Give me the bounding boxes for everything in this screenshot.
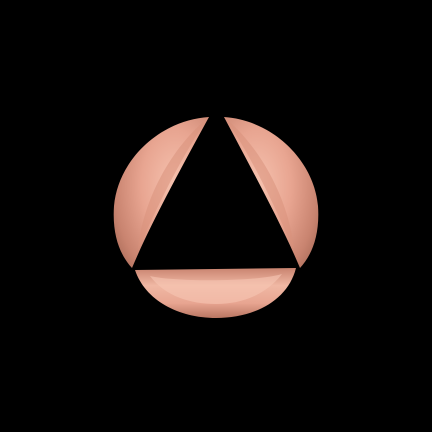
bottom-segment-highlight <box>150 274 282 304</box>
